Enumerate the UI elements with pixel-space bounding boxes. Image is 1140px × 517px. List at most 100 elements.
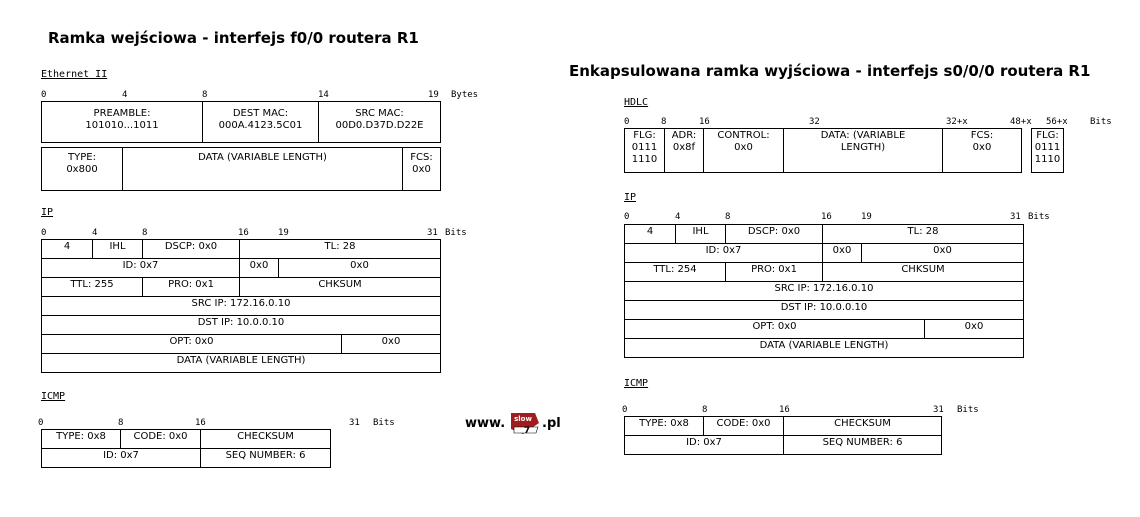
hdlc-label: HDLC — [624, 97, 649, 108]
logo-badge: slow 7 — [511, 413, 539, 435]
icmp-id-field: ID: 0x7 — [624, 435, 784, 455]
icmp-type-field: TYPE: 0x8 — [624, 416, 704, 436]
total-length-field: TL: 28 — [822, 224, 1024, 244]
ruler-tick: 8 — [202, 90, 208, 100]
dst-ip-field: DST IP: 10.0.0.10 — [624, 300, 1024, 320]
total-length-field: TL: 28 — [239, 239, 441, 259]
ruler-tick: 16 — [699, 117, 710, 127]
right-title: Enkapsulowana ramka wyjściowa - interfej… — [569, 62, 1091, 80]
src-ip-field: SRC IP: 172.16.0.10 — [41, 296, 441, 316]
fcs-field: FCS: 0x0 — [942, 128, 1022, 173]
protocol-field: PRO: 0x1 — [142, 277, 240, 297]
dscp-field: DSCP: 0x0 — [142, 239, 240, 259]
logo-prefix: www. — [465, 416, 506, 431]
icmp-label: ICMP — [624, 378, 649, 389]
ruler-tick: 14 — [318, 90, 329, 100]
hdlc-ruler: 0 8 16 32 32+x 48+x 56+x Bits — [624, 117, 1134, 128]
icmp-seq-field: SEQ NUMBER: 6 — [200, 448, 331, 468]
ruler-tick: 16 — [195, 418, 206, 428]
icmp-id-field: ID: 0x7 — [41, 448, 201, 468]
ruler-tick: 19 — [861, 212, 872, 222]
dscp-field: DSCP: 0x0 — [725, 224, 823, 244]
ruler-tick: 0 — [624, 117, 630, 127]
ip-ruler: 0 4 8 16 19 31 Bits — [624, 212, 1064, 223]
options-field: OPT: 0x0 — [41, 334, 342, 354]
ethernet-ruler: 0 4 8 14 19 Bytes — [41, 90, 501, 101]
ihl-field: IHL — [92, 239, 143, 259]
ethernet-label: Ethernet II — [41, 69, 108, 80]
flags-field: 0x0 — [822, 243, 862, 263]
preamble-field: PREAMBLE: 101010...1011 — [41, 101, 203, 143]
ruler-tick: 0 — [38, 418, 44, 428]
icmp-type-field: TYPE: 0x8 — [41, 429, 121, 449]
ruler-tick: 31 — [933, 405, 944, 415]
ip-ruler: 0 4 8 16 19 31 Bits — [41, 228, 481, 239]
ruler-tick: 16 — [238, 228, 249, 238]
icmp-code-field: CODE: 0x0 — [120, 429, 201, 449]
fragment-offset-field: 0x0 — [278, 258, 441, 278]
ruler-unit: Bits — [1090, 117, 1112, 127]
ruler-tick: 0 — [624, 212, 630, 222]
ruler-tick: 8 — [725, 212, 731, 222]
logo-badge-num: 7 — [524, 426, 530, 435]
ruler-tick: 56+x — [1046, 117, 1068, 127]
ruler-tick: 32 — [809, 117, 820, 127]
checksum-field: CHKSUM — [822, 262, 1024, 282]
ihl-field: IHL — [675, 224, 726, 244]
ruler-unit: Bits — [373, 418, 395, 428]
version-field: 4 — [41, 239, 93, 259]
icmp-label: ICMP — [41, 391, 66, 402]
icmp-seq-field: SEQ NUMBER: 6 — [783, 435, 942, 455]
type-field: TYPE: 0x800 — [41, 147, 123, 191]
ruler-tick: 16 — [779, 405, 790, 415]
data-field: DATA (VARIABLE LENGTH) — [122, 147, 403, 191]
version-field: 4 — [624, 224, 676, 244]
icmp-checksum-field: CHECKSUM — [783, 416, 942, 436]
dst-ip-field: DST IP: 10.0.0.10 — [41, 315, 441, 335]
logo-badge-top: slow — [514, 415, 532, 423]
id-field: ID: 0x7 — [41, 258, 240, 278]
icmp-code-field: CODE: 0x0 — [703, 416, 784, 436]
flags-field: 0x0 — [239, 258, 279, 278]
ruler-tick: 8 — [142, 228, 148, 238]
icmp-ruler: 0 8 16 31 Bits — [622, 405, 1002, 416]
ip-label: IP — [624, 192, 637, 203]
ruler-tick: 0 — [622, 405, 628, 415]
padding-field: 0x0 — [341, 334, 441, 354]
ruler-tick: 8 — [118, 418, 124, 428]
ip-label: IP — [41, 207, 54, 218]
ruler-tick: 8 — [661, 117, 667, 127]
src-ip-field: SRC IP: 172.16.0.10 — [624, 281, 1024, 301]
ruler-tick: 16 — [821, 212, 832, 222]
left-title: Ramka wejściowa - interfejs f0/0 routera… — [48, 29, 419, 47]
data-field: DATA (VARIABLE LENGTH) — [624, 338, 1024, 358]
options-field: OPT: 0x0 — [624, 319, 925, 339]
ruler-tick: 31 — [1010, 212, 1021, 222]
ruler-tick: 48+x — [1010, 117, 1032, 127]
ruler-tick: 31 — [427, 228, 438, 238]
dest-mac-field: DEST MAC: 000A.4123.5C01 — [202, 101, 319, 143]
ttl-field: TTL: 255 — [41, 277, 143, 297]
logo-suffix: .pl — [542, 416, 561, 431]
src-mac-field: SRC MAC: 00D0.D37D.D22E — [318, 101, 441, 143]
data-field: DATA: (VARIABLE LENGTH) — [783, 128, 943, 173]
ruler-tick: 32+x — [946, 117, 968, 127]
control-field: CONTROL: 0x0 — [703, 128, 784, 173]
flag-end-field: FLG: 0111 1110 — [1031, 128, 1064, 173]
checksum-field: CHKSUM — [239, 277, 441, 297]
ruler-tick: 31 — [349, 418, 360, 428]
id-field: ID: 0x7 — [624, 243, 823, 263]
ruler-tick: 19 — [278, 228, 289, 238]
ruler-unit: Bytes — [451, 90, 479, 100]
ruler-unit: Bits — [1028, 212, 1050, 222]
data-field: DATA (VARIABLE LENGTH) — [41, 353, 441, 373]
fcs-field: FCS: 0x0 — [402, 147, 441, 191]
ruler-tick: 19 — [428, 90, 439, 100]
ttl-field: TTL: 254 — [624, 262, 726, 282]
ruler-tick: 4 — [92, 228, 98, 238]
ruler-tick: 4 — [675, 212, 681, 222]
ruler-tick: 0 — [41, 90, 47, 100]
icmp-ruler: 0 8 16 31 Bits — [38, 418, 418, 429]
ruler-tick: 8 — [702, 405, 708, 415]
address-field: ADR: 0x8f — [664, 128, 704, 173]
